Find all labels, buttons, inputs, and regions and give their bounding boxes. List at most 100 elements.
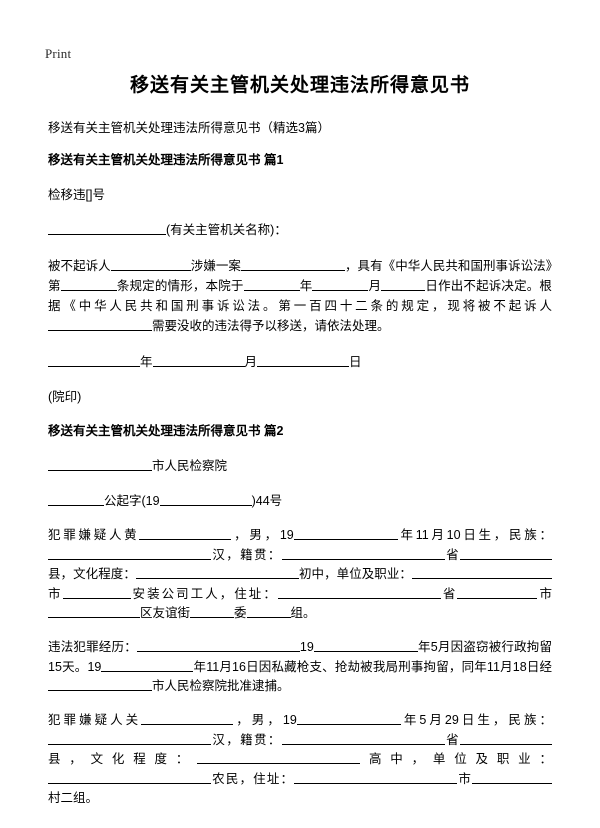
suspect-one-group: 组。: [290, 605, 316, 620]
history-detain-admin: 年5月因盗窃被行政拘留15天。: [48, 640, 552, 674]
suspect-two-occupation: 农民，住址：: [211, 771, 295, 786]
date-month-label: 月: [244, 354, 258, 369]
section-1-body: 被不起诉人 涉嫌一案，具有《中华人民共和国刑事诉讼法》第条规定的情形，本院于 年 月日…: [48, 256, 552, 337]
page-title: 移送有关主管机关处理违法所得意见书: [129, 75, 470, 96]
suspect-two-county: 县，文化程度：: [48, 752, 198, 767]
suspect-one-workunit-blank: [411, 567, 552, 580]
suspect-two-education: 高中，单位及职业：: [360, 752, 552, 767]
suspect-one-addr-district: 区友谊街: [140, 605, 191, 620]
suspect-two-workunit-blank: [48, 771, 211, 784]
suspect-one-committee-blank: [190, 605, 235, 618]
signature-date-line-1: 年月日: [48, 352, 552, 372]
date-year-label: 年: [140, 354, 153, 369]
procuratorate-label: 市人民检察院: [152, 458, 228, 473]
suspect-one-addr-city: 市: [537, 586, 552, 601]
suspect-one-ethnicity: 汉，籍贯：: [211, 547, 282, 562]
year-blank: [243, 278, 300, 291]
suspect-one-addr-province-blank: [277, 586, 441, 599]
seal-line-1: (院印): [48, 389, 82, 404]
body-text-b: 涉嫌一案: [190, 258, 241, 273]
suspect-two-village-blank: [471, 771, 552, 784]
suspect-two-birthyear-blank: [296, 713, 401, 726]
procuratorate-line: 市人民检察院: [48, 456, 552, 476]
case-number-year-blank: [159, 494, 252, 507]
suspect-one-addr-city-blank: [457, 586, 538, 599]
case-blank: [240, 258, 345, 271]
history-year-prefix-1: 19: [299, 640, 314, 655]
month-blank: [312, 278, 369, 291]
suspect-two-birth: 年5月29日生，民族：: [400, 713, 552, 728]
suspect-two-ethnicity: 汉，籍贯：: [211, 732, 282, 747]
suspect-one-name-blank: [139, 528, 232, 541]
case-number-suffix: )44号: [251, 494, 283, 509]
suspect-two-name-blank: [141, 713, 234, 726]
history-year-blank-2: [101, 659, 194, 672]
suspect-one-ethnicity-blank: [48, 547, 211, 560]
addressee-line-1: (有关主管机关名称)：: [48, 220, 552, 240]
suspect-one-addr-province: 省: [440, 586, 458, 601]
date-day-label: 日: [349, 354, 362, 369]
procuratorate-blank: [48, 458, 152, 471]
suspect-one-birthyear-blank: [293, 528, 398, 541]
date-year-blank: [48, 354, 140, 367]
print-button[interactable]: Print: [45, 46, 72, 61]
suspect-two-lead: 犯罪嫌疑人关: [48, 713, 142, 728]
addressee-blank: [48, 223, 166, 236]
suspect-two-addr-city: 市: [457, 771, 472, 786]
suspect-one-county-blank: [459, 547, 552, 560]
suspect-one-gender: ，男，19: [231, 528, 294, 543]
suspect-two-ethnicity-blank: [48, 732, 211, 745]
section-heading-2: 移送有关主管机关处理违法所得意见书 篇2: [48, 424, 284, 439]
suspect-one-committee: 委: [234, 605, 247, 620]
case-number-line: 公起字(19 )44号: [48, 491, 552, 511]
case-number-prefix-blank: [48, 494, 104, 507]
suspect-two-education-blank: [197, 752, 361, 765]
suspect-one-employer: 安装公司工人，住址：: [130, 586, 278, 601]
body-text-g: 日作出不起诉决定。根据《中华人民共和国刑事诉讼法。第一百四十二条的规定，现将被不…: [48, 278, 552, 314]
body-text-f: 月: [368, 278, 382, 293]
history-detain-criminal: 年11月16日因私藏枪支、抢劫被我局刑事拘留，同年11月18日经: [193, 659, 553, 674]
suspect-one-city: 市: [48, 586, 63, 601]
suspect-name-blank: [110, 258, 191, 271]
date-month-blank: [152, 354, 245, 367]
addressee-label: (有关主管机关名称)：: [166, 223, 287, 238]
suspect-two-gender: ，男，19: [233, 713, 297, 728]
body-text-d: 条规定的情形，本院于: [116, 278, 244, 293]
suspect-two-county-blank: [459, 732, 552, 745]
body-text-a: 被不起诉人: [48, 258, 111, 273]
suspect-two-addr-blank: [294, 771, 458, 784]
date-day-blank: [257, 354, 350, 367]
history-year-prefix-2: 19: [87, 659, 102, 674]
suspect-one-birth: 年11月10日生，民族：: [397, 528, 552, 543]
suspect-one-province: 省: [444, 547, 460, 562]
section-heading-1: 移送有关主管机关处理违法所得意见书 篇1: [48, 153, 284, 168]
article-blank: [60, 278, 117, 291]
history-label: 违法犯罪经历：: [48, 640, 137, 655]
suspect-one-county: 县，文化程度：: [48, 567, 136, 582]
suspect-two-province: 省: [444, 732, 460, 747]
suspect-two-details: 犯罪嫌疑人关 ，男，19 年5月29日生，民族： 汉，籍贯： 省县，文化程度： 高中，单位…: [48, 711, 552, 808]
history-approval-blank: [48, 679, 152, 692]
confiscation-blank: [48, 319, 152, 332]
suspect-two-province-blank: [281, 732, 445, 745]
body-text-c: ，具有《中华人民共和国刑事诉讼法》第: [48, 258, 552, 293]
document-subtitle: 移送有关主管机关处理违法所得意见书（精选3篇）: [48, 120, 330, 135]
history-year-blank-1: [313, 640, 418, 653]
suspect-one-education: 初中，单位及职业：: [298, 567, 412, 582]
history-approval: 市人民检察院批准逮捕。: [152, 679, 290, 694]
history-blank-1: [136, 640, 300, 653]
document-content: 移送有关主管机关处理违法所得意见书 移送有关主管机关处理违法所得意见书（精选3篇…: [48, 74, 552, 823]
suspect-two-village: 村二组。: [48, 790, 99, 805]
body-text-e: 年: [299, 278, 313, 293]
suspect-one-province-blank: [281, 547, 445, 560]
suspect-one-company-blank: [62, 586, 131, 599]
suspect-one-addr-district-blank: [48, 605, 140, 618]
body-text-h: 需要没收的违法得予以移送，请依法处理。: [152, 319, 390, 334]
case-number-prefix: 公起字(19: [104, 494, 160, 509]
day-blank: [381, 278, 426, 291]
suspect-one-lead: 犯罪嫌疑人黄: [48, 528, 140, 543]
suspect-one-education-blank: [135, 567, 299, 580]
